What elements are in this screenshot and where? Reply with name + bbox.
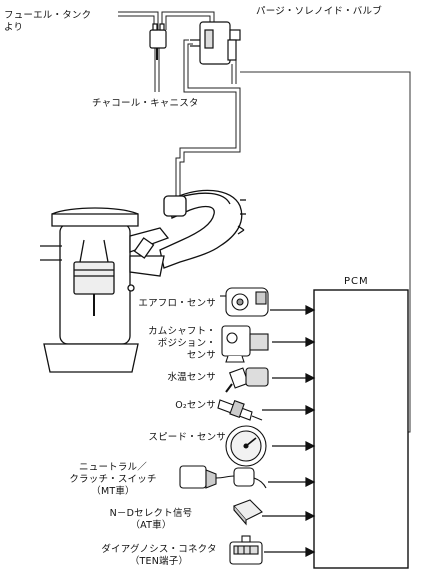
purge-solenoid-valve-icon [190,21,241,65]
airflow-sensor-label-line: エアフロ・センサ [138,298,216,309]
camshaft-sensor-label-line1: カムシャフト・ [148,326,216,337]
coolant-sensor-label-line: 水温センサ [167,372,216,383]
camshaft-sensor-label-line2: ポジション・ [157,338,216,349]
diag-connector-label: ダイアグノシス・コネクタ （TEN端子） [86,544,232,568]
camshaft-sensor-icon [221,325,269,363]
engine-icon [40,189,246,373]
coolant-sensor-label: 水温センサ [167,372,216,384]
nd-select-label-line1: N－Dセレクト信号 [109,508,193,519]
nd-select-label-line2: （AT車） [130,520,172,531]
nd-select-label: N－Dセレクト信号 （AT車） [96,508,206,532]
airflow-sensor-label: エアフロ・センサ [138,298,216,310]
airflow-sensor-icon [220,287,269,317]
neutral-switch-label-line2: クラッチ・スイッチ [69,474,157,485]
pcm-output-wire [240,71,411,433]
neutral-switch-label-line3: （MT車） [91,486,135,497]
pcm-box [313,289,409,569]
speedometer-icon [225,425,267,467]
o2-sensor-label-line: O₂センサ [175,400,216,411]
fuel-tank-label: フューエル・タンク より [4,10,91,34]
diag-connector-label-line1: ダイアグノシス・コネクタ [101,544,217,555]
input-arrows [262,305,316,557]
speed-sensor-label: スピード・センサ [148,432,226,444]
o2-sensor-label: O₂センサ [175,400,216,412]
neutral-switch-label: ニュートラル／ クラッチ・スイッチ （MT車） [58,462,168,498]
speed-sensor-label-line: スピード・センサ [148,432,226,443]
nd-select-module-icon [233,499,263,526]
neutral-clutch-switch-icon [179,465,267,489]
canister-label: チャコール・キャニスタ [92,98,199,109]
neutral-switch-label-line1: ニュートラル／ [79,462,147,473]
diag-connector-label-line2: （TEN端子） [129,556,189,567]
camshaft-sensor-label-line3: センサ [186,350,216,361]
diagnosis-connector-icon [229,535,263,565]
purge-valve-label: パージ・ソレノイド・バルブ [256,6,382,17]
pcm-label: PCM [344,276,369,287]
fuel-tank-label-line1: フューエル・タンク [4,10,92,21]
charcoal-canister-icon [149,23,167,60]
camshaft-sensor-label: カムシャフト・ ポジション・ センサ [148,326,216,362]
vapor-hoses [118,11,241,196]
fuel-tank-label-line2: より [4,22,24,33]
o2-sensor-icon [217,399,263,421]
coolant-temp-sensor-icon [225,367,269,393]
